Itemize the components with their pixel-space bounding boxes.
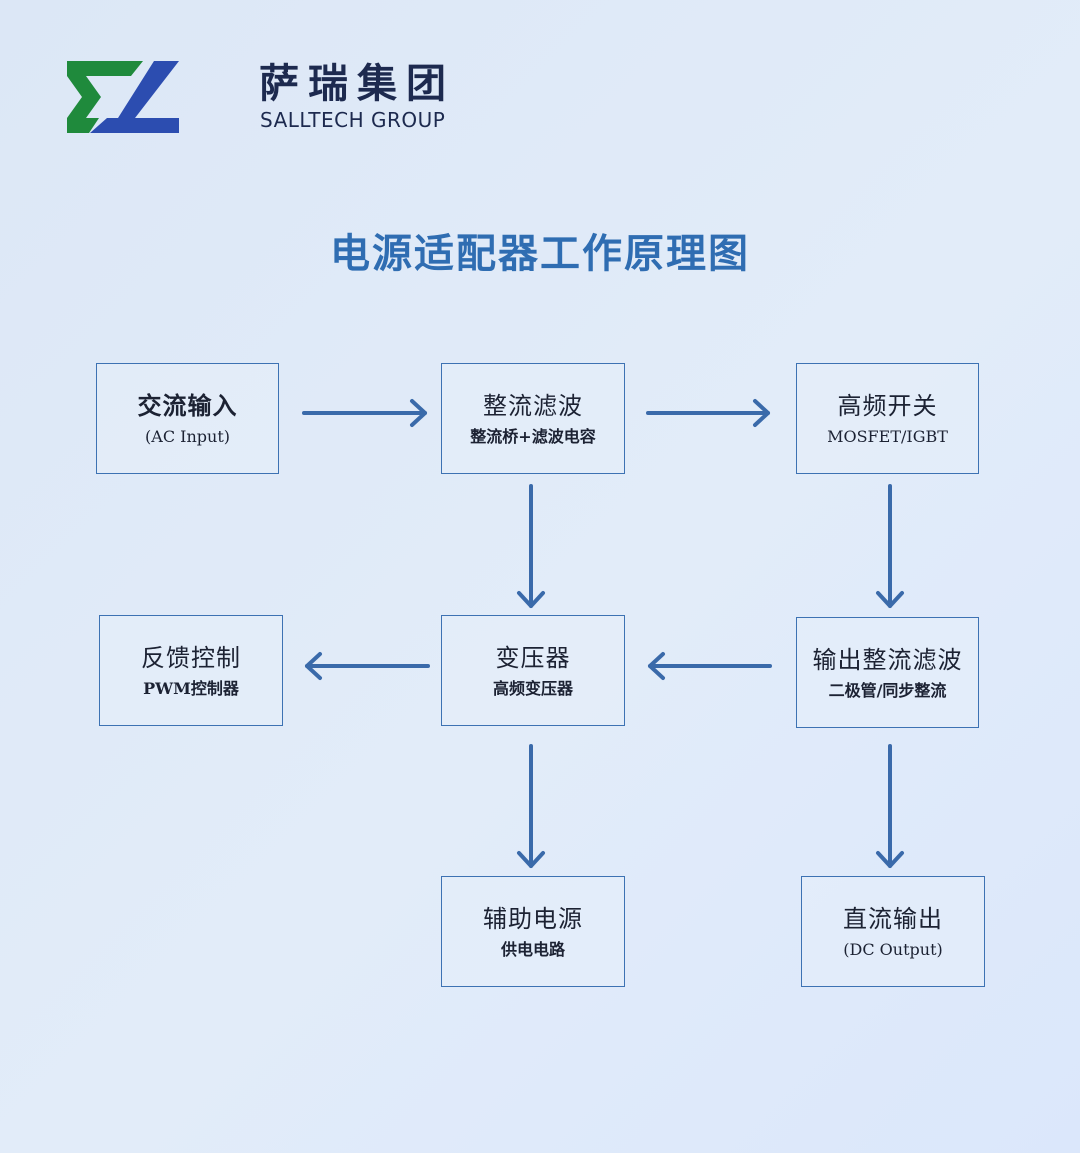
node-label: 直流输出 xyxy=(843,904,943,933)
arrow-output-rectifier-to-transformer xyxy=(648,652,772,680)
brand-name-chinese: 萨瑞集团 xyxy=(259,61,455,107)
arrow-transformer-to-feedback xyxy=(305,652,430,680)
node-label: 变压器 xyxy=(495,643,571,672)
node-transformer: 变压器 高频变压器 xyxy=(441,615,625,726)
node-feedback-control: 反馈控制 PWM控制器 xyxy=(99,615,283,726)
company-logo: 萨瑞集团 SALLTECH GROUP xyxy=(67,58,446,138)
node-sublabel: 整流桥+滤波电容 xyxy=(470,426,596,446)
arrow-transformer-to-aux-power xyxy=(517,744,545,868)
arrow-ac-input-to-rectifier xyxy=(302,399,427,427)
node-label: 输出整流滤波 xyxy=(812,645,963,674)
node-rectifier-filter: 整流滤波 整流桥+滤波电容 xyxy=(441,363,625,474)
node-sublabel: MOSFET/IGBT xyxy=(827,426,948,446)
node-sublabel: 二极管/同步整流 xyxy=(828,680,947,700)
node-label: 整流滤波 xyxy=(483,391,583,420)
node-label: 辅助电源 xyxy=(483,904,583,933)
arrow-hf-switch-to-output-rectifier xyxy=(876,484,904,608)
node-label: 高频开关 xyxy=(837,391,938,420)
diagram-title: 电源适配器工作原理图 xyxy=(330,230,750,277)
node-output-rectifier-filter: 输出整流滤波 二极管/同步整流 xyxy=(796,617,979,728)
salltech-logo-mark-icon xyxy=(67,61,179,133)
node-sublabel: (AC Input) xyxy=(145,426,230,446)
brand-name-english: SALLTECH GROUP xyxy=(260,108,446,132)
arrow-output-rectifier-to-dc-output xyxy=(876,744,904,868)
arrow-rectifier-to-hf-switch xyxy=(646,399,770,427)
node-dc-output: 直流输出 (DC Output) xyxy=(801,876,985,987)
node-aux-power: 辅助电源 供电电路 xyxy=(441,876,625,987)
node-ac-input: 交流输入 (AC Input) xyxy=(96,363,279,474)
node-sublabel: PWM控制器 xyxy=(143,678,239,698)
node-sublabel: 高频变压器 xyxy=(492,678,573,698)
node-label: 反馈控制 xyxy=(141,643,241,672)
arrow-rectifier-to-transformer xyxy=(517,484,545,608)
node-sublabel: (DC Output) xyxy=(843,939,943,959)
node-hf-switch: 高频开关 MOSFET/IGBT xyxy=(796,363,979,474)
node-sublabel: 供电电路 xyxy=(500,939,565,959)
node-label: 交流输入 xyxy=(137,390,238,420)
